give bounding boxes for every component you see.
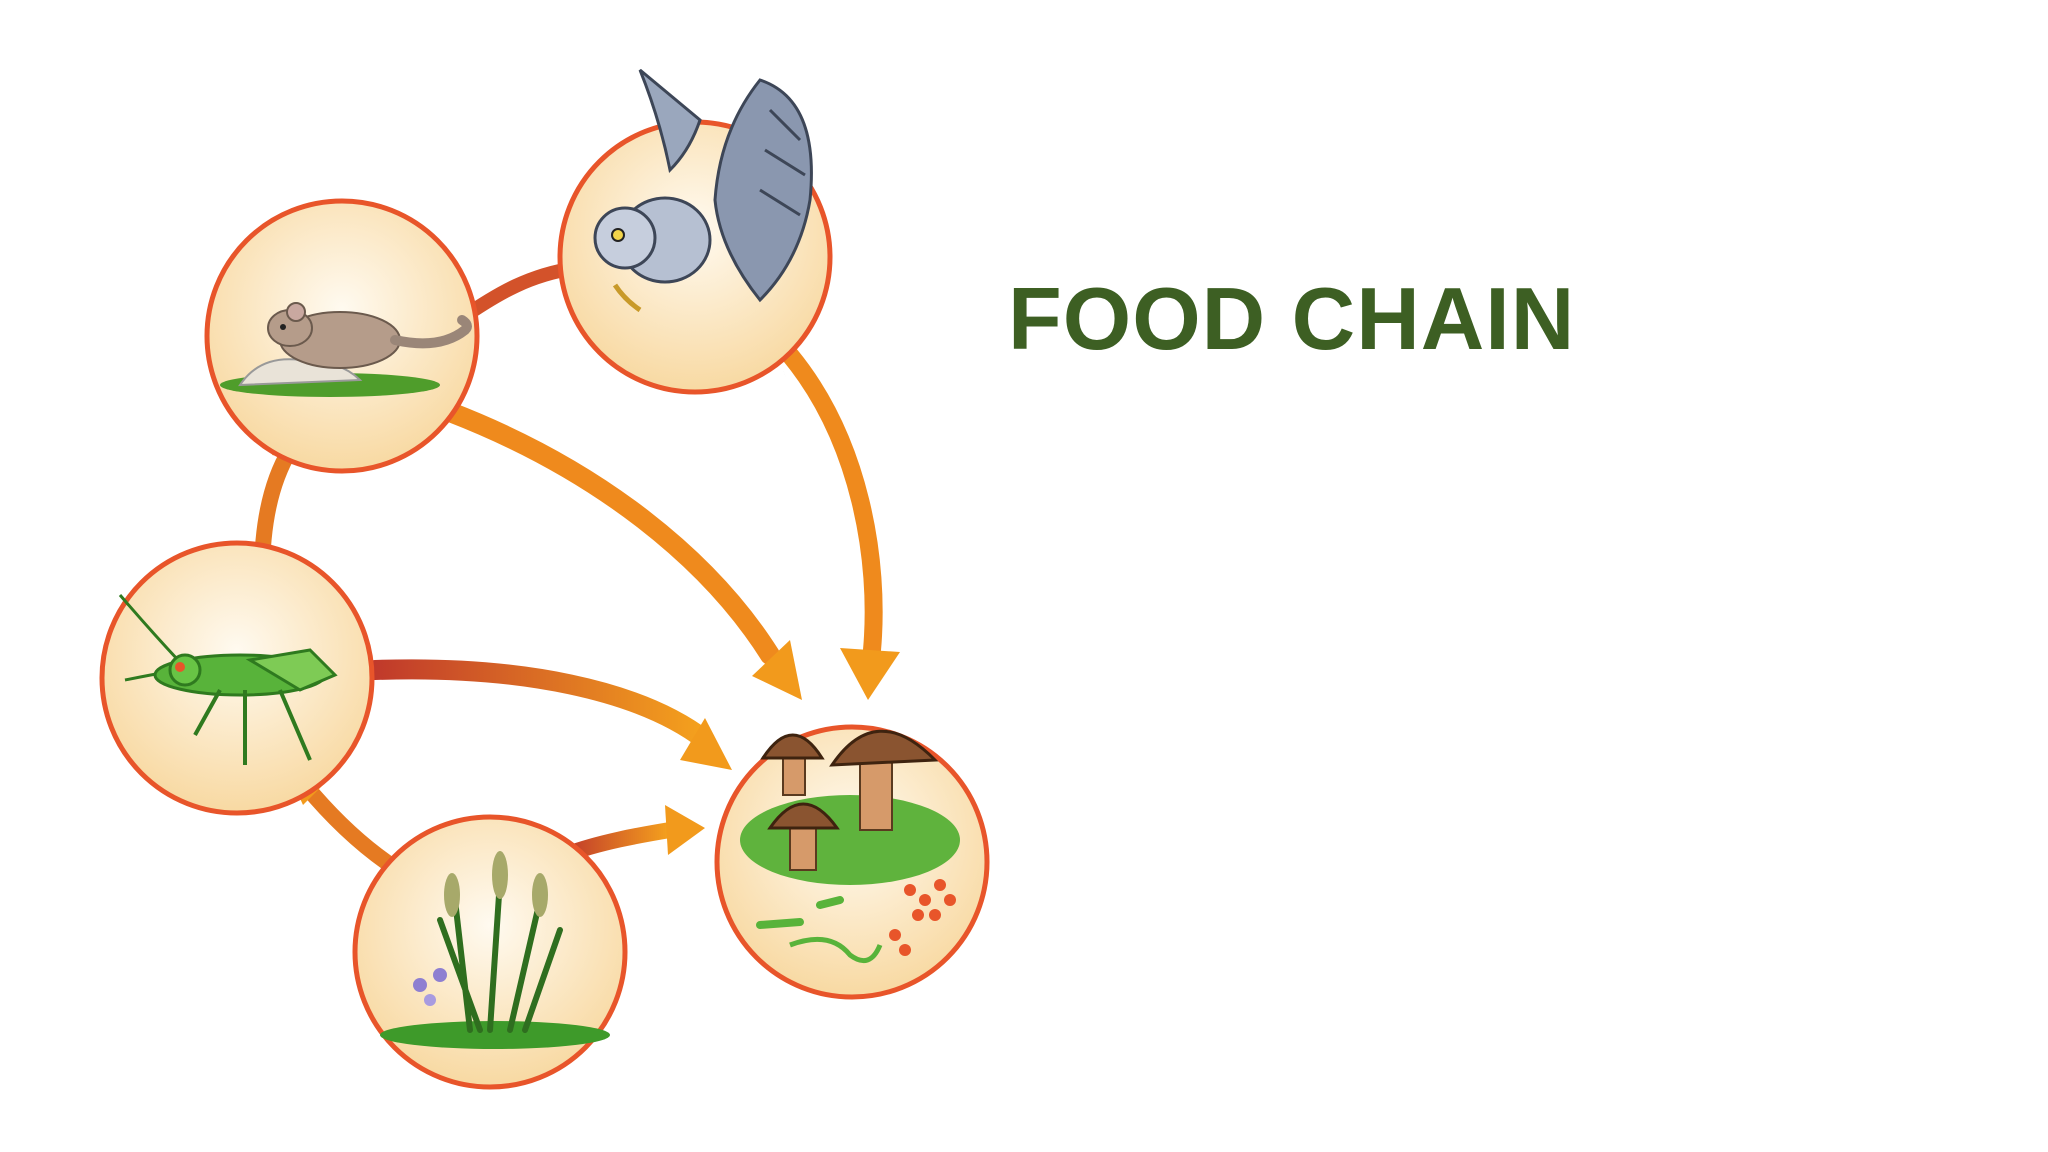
food-chain-diagram [99, 68, 990, 1090]
mushrooms-decomposers-icon [740, 729, 960, 964]
grasshopper-icon [118, 594, 338, 765]
node-decomposers [714, 724, 990, 1000]
node-grasshopper [99, 540, 375, 816]
arrow-plants-to-decomposers [557, 805, 705, 863]
owl-icon [593, 68, 813, 390]
node-plants [352, 814, 628, 1090]
arrow-grasshopper-to-decomposers [365, 659, 732, 770]
node-mouse [204, 198, 480, 474]
slide-title: FOOD CHAIN [1008, 269, 1576, 368]
grass-plants-icon [380, 851, 610, 1049]
mouse-icon [220, 302, 472, 397]
arrow-owl-to-decomposers [781, 346, 900, 700]
arrow-mouse-to-decomposers [440, 402, 802, 700]
node-owl [557, 68, 833, 395]
